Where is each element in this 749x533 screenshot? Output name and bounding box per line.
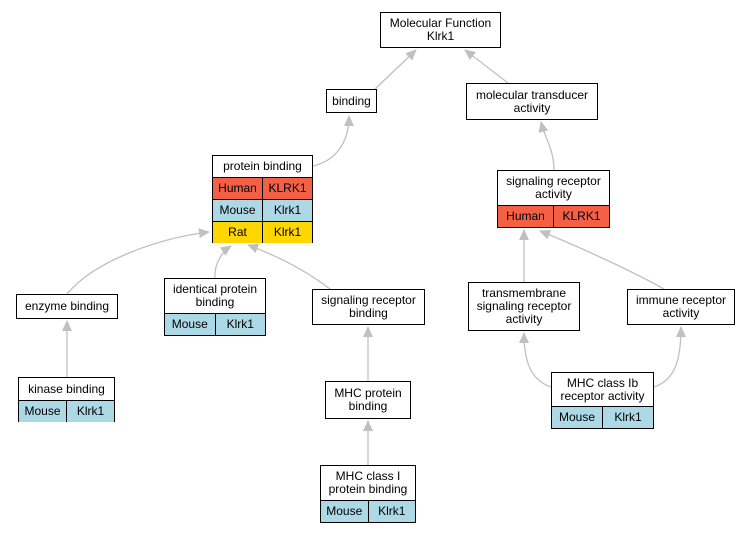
node-label-line: signaling receptor [321, 293, 416, 307]
gene-label: Klrk1 [602, 407, 653, 428]
annotation-row-mouse: Mouse Klrk1 [19, 400, 114, 422]
annotation-row-rat: Rat Klrk1 [213, 221, 312, 243]
edge-binding-to-mf-root [374, 49, 417, 90]
edge-identical-pb-to-protein-binding [214, 245, 232, 279]
gene-label: Klrk1 [367, 501, 416, 522]
node-protein-binding[interactable]: protein binding Human KLRK1 Mouse Klrk1 … [212, 155, 313, 243]
node-molecular-function-root[interactable]: Molecular Function Klrk1 [380, 12, 501, 48]
annotation-row-human: Human KLRK1 [213, 177, 312, 199]
species-label: Mouse [326, 504, 363, 518]
gene-label: Klrk1 [262, 200, 312, 221]
node-label-line: Molecular Function [389, 16, 492, 30]
node-immune-receptor-activity[interactable]: immune receptor activity [627, 289, 735, 325]
edge-mhc-ib-to-tsra [519, 332, 552, 388]
edge-mhc-ib-to-ira [653, 326, 686, 388]
node-binding[interactable]: binding [326, 89, 377, 113]
species-label: Rat [228, 225, 247, 239]
node-kinase-binding[interactable]: kinase binding Mouse Klrk1 [18, 377, 115, 422]
node-label-line: activity [513, 100, 551, 115]
node-label-line: molecular transducer [475, 87, 589, 102]
species-label: Human [506, 209, 545, 223]
node-label-line: immune receptor [635, 293, 727, 307]
edge-enzyme-binding-to-protein-binding [66, 228, 210, 295]
edge-ira-to-sra [539, 230, 665, 290]
node-mhc-class-ib-receptor-activity[interactable]: MHC class Ib receptor activity Mouse Klr… [551, 372, 654, 429]
species-label: Mouse [558, 410, 596, 424]
species-label: Mouse [171, 317, 208, 331]
node-label-line: binding [348, 399, 388, 413]
edge-protein-binding-to-binding [312, 115, 354, 167]
node-label-line: protein binding [223, 159, 302, 173]
node-label-line: MHC class Ib [566, 375, 639, 390]
gene-label: KLRK1 [553, 206, 609, 227]
node-mhc-class-i-protein-binding[interactable]: MHC class I protein binding Mouse Klrk1 [320, 465, 416, 523]
annotation-row-mouse: Mouse Klrk1 [321, 500, 415, 522]
node-label-line: enzyme binding [24, 299, 110, 313]
annotation-row-mouse: Mouse Klrk1 [165, 313, 265, 335]
node-molecular-transducer-activity[interactable]: molecular transducer activity [466, 83, 598, 120]
node-label-line: signaling receptor [476, 299, 572, 313]
node-label-line: binding [349, 306, 388, 320]
annotation-row-human: Human KLRK1 [498, 205, 609, 227]
node-label-line: MHC protein [334, 386, 402, 400]
node-transmembrane-signaling-receptor-activity[interactable]: transmembrane signaling receptor activit… [468, 282, 580, 331]
gene-label: KLRK1 [262, 178, 312, 199]
node-label-line: identical protein [172, 282, 258, 296]
node-identical-protein-binding[interactable]: identical protein binding Mouse Klrk1 [164, 278, 266, 336]
gene-label: Klrk1 [66, 401, 114, 422]
node-signaling-receptor-activity[interactable]: signaling receptor activity Human KLRK1 [497, 170, 610, 228]
gene-label: Klrk1 [262, 222, 312, 243]
node-label-line: receptor activity [560, 388, 645, 403]
node-mhc-protein-binding[interactable]: MHC protein binding [325, 381, 411, 419]
species-label: Mouse [219, 203, 256, 217]
node-label-line: activity [535, 187, 572, 201]
edge-srb-to-protein-binding [247, 243, 331, 290]
node-signaling-receptor-binding[interactable]: signaling receptor binding [312, 289, 425, 325]
node-label-line: MHC class I [335, 469, 401, 483]
annotation-row-mouse: Mouse Klrk1 [552, 406, 653, 428]
node-label-line: signaling receptor [506, 174, 601, 188]
node-label-line: binding [332, 93, 371, 108]
node-label-line: transmembrane [481, 286, 567, 300]
node-label-line: binding [195, 295, 235, 309]
node-label-line: activity [662, 306, 700, 320]
node-label-line: kinase binding [28, 381, 105, 396]
gene-label: Klrk1 [214, 314, 266, 335]
annotation-row-mouse: Mouse Klrk1 [213, 199, 312, 221]
node-label-line: protein binding [328, 482, 408, 496]
node-label-line: activity [505, 312, 543, 326]
node-enzyme-binding[interactable]: enzyme binding [16, 294, 118, 319]
node-label-line: Klrk1 [426, 29, 455, 43]
species-label: Human [218, 181, 257, 195]
edge-mta-to-mf-root [464, 49, 509, 84]
species-label: Mouse [24, 404, 61, 418]
edge-sra-to-mta [538, 121, 555, 171]
